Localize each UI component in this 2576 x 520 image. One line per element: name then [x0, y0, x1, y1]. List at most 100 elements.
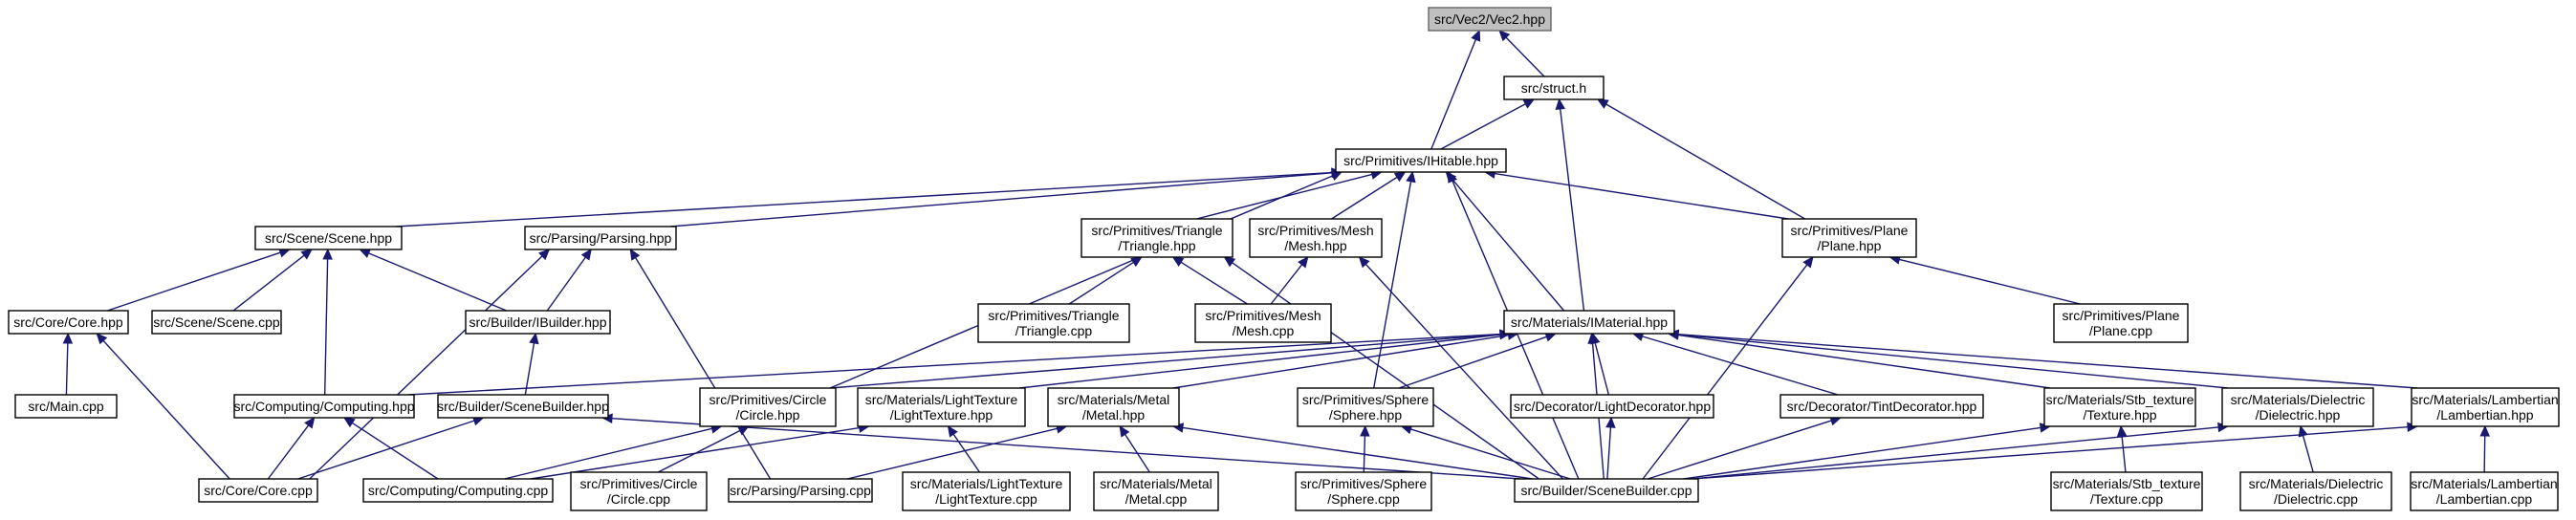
node-box-scenebuildercpp[interactable]: [1514, 478, 1699, 503]
node-box-ihitable[interactable]: [1335, 148, 1507, 173]
edge-scenebuildercpp-to-dielectric: [1692, 426, 2219, 480]
node-label-lighttexture-line2: /LightTexture.hpp: [890, 407, 993, 422]
node-box-tintdecorator[interactable]: [1779, 394, 1984, 419]
node-label-meshcpp-line2: /Mesh.cpp: [1233, 323, 1295, 338]
edge-meshcpp-to-mesh: [1270, 264, 1303, 305]
edge-circle-to-ihitable: [829, 175, 1334, 389]
node-box-lighttexture[interactable]: [857, 387, 1026, 427]
node-computing[interactable]: src/Computing/Computing.hpp: [233, 394, 415, 419]
node-mesh[interactable]: src/Primitives/Mesh/Mesh.hpp: [1249, 218, 1383, 258]
node-lighttexturecpp[interactable]: src/Materials/LightTexture/LightTexture.…: [902, 471, 1071, 511]
arrowhead-meshcpp-to-mesh: [1298, 256, 1309, 269]
node-box-corehpp[interactable]: [8, 310, 129, 335]
node-box-circle[interactable]: [699, 387, 837, 427]
node-box-spherecpp[interactable]: [1295, 471, 1432, 511]
node-texturecpp[interactable]: src/Materials/Stb_texture/Texture.cpp: [2050, 471, 2203, 511]
node-spherecpp[interactable]: src/Primitives/Sphere/Sphere.cpp: [1295, 471, 1432, 511]
edge-ibuilder-to-scene: [368, 252, 507, 312]
edge-imaterial-to-ihitable: [1452, 179, 1565, 312]
node-plane[interactable]: src/Primitives/Plane/Plane.hpp: [1781, 218, 1917, 258]
node-sphere[interactable]: src/Primitives/Sphere/Sphere.hpp: [1297, 387, 1434, 427]
node-box-struct[interactable]: [1503, 76, 1605, 100]
node-box-sphere[interactable]: [1297, 387, 1434, 427]
node-label-stbtexture-line1: src/Materials/Stb_texture: [2046, 392, 2194, 407]
node-box-circlecpp[interactable]: [570, 471, 708, 511]
node-struct[interactable]: src/struct.h: [1503, 76, 1605, 100]
node-box-lighttexturecpp[interactable]: [902, 471, 1071, 511]
node-label-scenebuilder: src/Builder/SceneBuilder.hpp: [437, 399, 609, 414]
node-box-computing[interactable]: [233, 394, 415, 419]
node-tintdecorator[interactable]: src/Decorator/TintDecorator.hpp: [1779, 394, 1984, 419]
node-box-stbtexture[interactable]: [2043, 387, 2196, 427]
edge-metalcpp-to-metal: [1124, 434, 1150, 473]
node-box-corecpp[interactable]: [198, 478, 318, 503]
node-label-spherecpp-line1: src/Primitives/Sphere: [1300, 476, 1427, 491]
edge-plane-to-struct: [1605, 103, 1805, 220]
node-box-parsing[interactable]: [524, 226, 677, 250]
node-box-texturecpp[interactable]: [2050, 471, 2203, 511]
node-box-metalcpp[interactable]: [1093, 471, 1219, 511]
node-box-mesh[interactable]: [1249, 218, 1383, 258]
node-box-plane[interactable]: [1781, 218, 1917, 258]
node-ihitable[interactable]: src/Primitives/IHitable.hpp: [1335, 148, 1507, 173]
node-planecpp[interactable]: src/Primitives/Plane/Plane.cpp: [2053, 303, 2189, 343]
node-label-parsing: src/Parsing/Parsing.hpp: [530, 230, 672, 246]
node-computingcpp[interactable]: src/Computing/Computing.cpp: [362, 478, 554, 503]
node-box-metal[interactable]: [1047, 387, 1180, 427]
node-box-lambertian[interactable]: [2411, 387, 2560, 427]
node-box-planecpp[interactable]: [2053, 303, 2189, 343]
node-label-metalcpp-line1: src/Materials/Metal: [1100, 476, 1212, 491]
node-scenecpp[interactable]: src/Scene/Scene.cpp: [151, 310, 282, 335]
node-box-scene[interactable]: [254, 226, 403, 250]
node-circle[interactable]: src/Primitives/Circle/Circle.hpp: [699, 387, 837, 427]
node-scenebuildercpp[interactable]: src/Builder/SceneBuilder.cpp: [1514, 478, 1699, 503]
node-main[interactable]: src/Main.cpp: [14, 394, 118, 419]
node-box-lightdecorator[interactable]: [1510, 394, 1714, 419]
node-corecpp[interactable]: src/Core/Core.cpp: [198, 478, 318, 503]
node-box-meshcpp[interactable]: [1194, 303, 1332, 343]
node-stbtexture[interactable]: src/Materials/Stb_texture/Texture.hpp: [2043, 387, 2196, 427]
edge-scenebuildercpp-to-mesh: [1364, 263, 1563, 480]
node-lightdecorator[interactable]: src/Decorator/LightDecorator.hpp: [1510, 394, 1714, 419]
node-box-imaterial[interactable]: [1503, 310, 1675, 335]
arrowhead-struct-to-vec2: [1498, 30, 1511, 42]
node-parsing[interactable]: src/Parsing/Parsing.hpp: [524, 226, 677, 250]
node-box-ibuilder[interactable]: [465, 310, 611, 335]
node-box-scenebuilder[interactable]: [437, 394, 609, 419]
node-lambertian[interactable]: src/Materials/Lambertian/Lambertian.hpp: [2411, 387, 2560, 427]
node-box-scenecpp[interactable]: [151, 310, 282, 335]
node-vec2[interactable]: src/Vec2/Vec2.hpp: [1428, 7, 1552, 32]
node-dielectric[interactable]: src/Materials/Dielectric/Dielectric.hpp: [2221, 387, 2374, 427]
node-metal[interactable]: src/Materials/Metal/Metal.hpp: [1047, 387, 1180, 427]
edge-ihitable-to-vec2: [1430, 39, 1477, 150]
node-box-computingcpp[interactable]: [362, 478, 554, 503]
node-box-vec2[interactable]: [1428, 7, 1552, 32]
node-label-texturecpp-line1: src/Materials/Stb_texture: [2053, 476, 2201, 491]
node-box-dielectriccpp[interactable]: [2239, 471, 2392, 511]
node-metalcpp[interactable]: src/Materials/Metal/Metal.cpp: [1093, 471, 1219, 511]
node-meshcpp[interactable]: src/Primitives/Mesh/Mesh.cpp: [1194, 303, 1332, 343]
node-box-lambertiancpp[interactable]: [2410, 471, 2559, 511]
node-box-dielectric[interactable]: [2221, 387, 2374, 427]
node-scenebuilder[interactable]: src/Builder/SceneBuilder.hpp: [437, 394, 609, 419]
arrowhead-imaterial-to-struct: [1555, 98, 1566, 111]
node-ibuilder[interactable]: src/Builder/IBuilder.hpp: [465, 310, 611, 335]
node-box-parsingcpp[interactable]: [728, 478, 873, 503]
node-lighttexture[interactable]: src/Materials/LightTexture/LightTexture.…: [857, 387, 1026, 427]
node-box-triangle[interactable]: [1081, 218, 1233, 258]
node-imaterial[interactable]: src/Materials/IMaterial.hpp: [1503, 310, 1675, 335]
node-dielectriccpp[interactable]: src/Materials/Dielectric/Dielectric.cpp: [2239, 471, 2392, 511]
node-corehpp[interactable]: src/Core/Core.hpp: [8, 310, 129, 335]
node-lambertiancpp[interactable]: src/Materials/Lambertian/Lambertian.cpp: [2410, 471, 2559, 511]
edge-scene-to-ihitable: [395, 171, 1333, 228]
node-scene[interactable]: src/Scene/Scene.hpp: [254, 226, 403, 250]
node-box-trianglecpp[interactable]: [977, 303, 1130, 343]
node-triangle[interactable]: src/Primitives/Triangle/Triangle.hpp: [1081, 218, 1233, 258]
node-parsingcpp[interactable]: src/Parsing/Parsing.cpp: [728, 478, 873, 503]
node-label-main: src/Main.cpp: [28, 399, 104, 414]
node-trianglecpp[interactable]: src/Primitives/Triangle/Triangle.cpp: [977, 303, 1130, 343]
node-label-meshcpp-line1: src/Primitives/Mesh: [1205, 308, 1321, 323]
node-box-main[interactable]: [14, 394, 118, 419]
node-label-trianglecpp-line2: /Triangle.cpp: [1015, 323, 1093, 338]
node-circlecpp[interactable]: src/Primitives/Circle/Circle.cpp: [570, 471, 708, 511]
